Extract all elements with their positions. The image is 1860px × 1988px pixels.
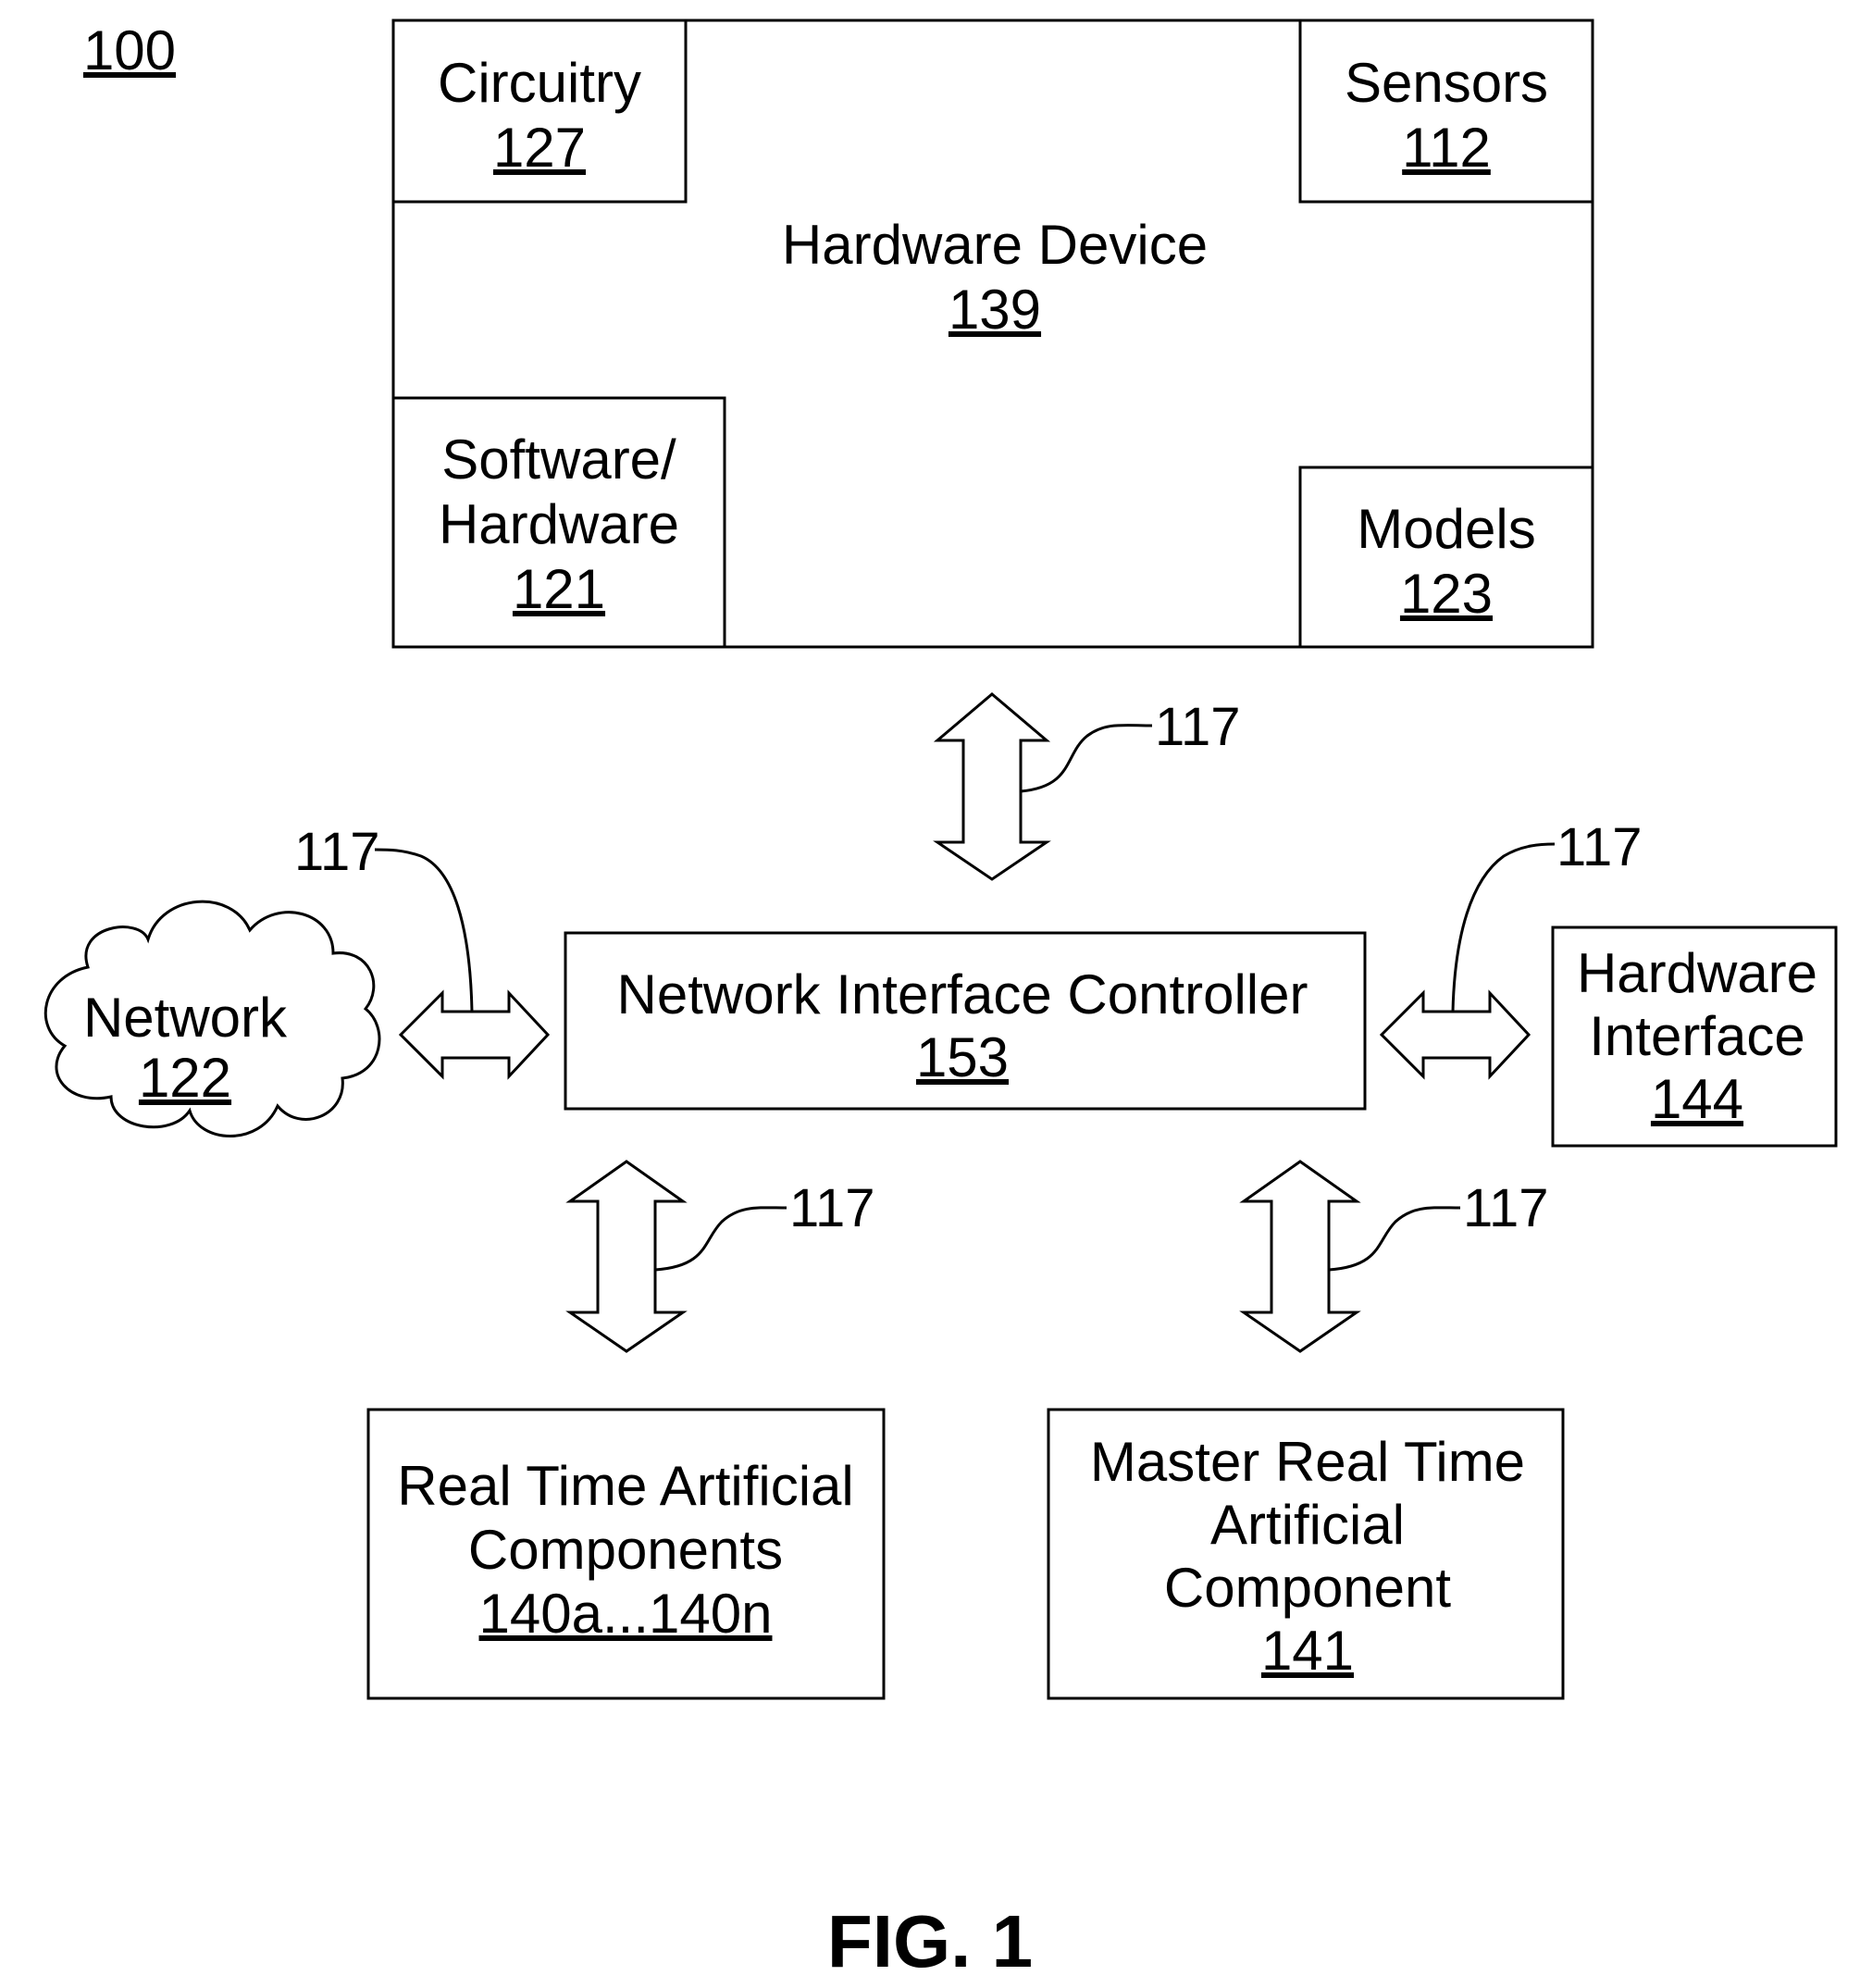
software-hardware-label-line1: Software/	[441, 429, 676, 491]
bidirectional-arrow-icon	[570, 1162, 683, 1351]
nic-ref: 153	[916, 1026, 1009, 1088]
hardware-device-ref: 139	[949, 279, 1041, 341]
sensors-ref: 112	[1402, 117, 1491, 179]
sensors-box: Sensors 112	[1300, 20, 1593, 202]
rt-components-ref: 140a...140n	[479, 1583, 773, 1645]
figure-caption: FIG. 1	[827, 1900, 1033, 1982]
bidirectional-arrow-icon	[1382, 993, 1529, 1076]
circuitry-label: Circuitry	[438, 52, 641, 114]
master-component-label-line2: Artificial	[1210, 1494, 1405, 1556]
connection-hardware-device-nic: 117	[937, 694, 1240, 879]
software-hardware-ref: 121	[513, 558, 605, 620]
nic-label: Network Interface Controller	[617, 963, 1308, 1025]
rt-components-box: Real Time Artificial Components 140a...1…	[368, 1410, 884, 1698]
connection-ref-label: 117	[1155, 697, 1240, 757]
leader-line	[655, 1208, 787, 1270]
connection-ref-label: 117	[294, 822, 379, 882]
figure-ref-number: 100	[83, 19, 176, 81]
network-ref: 122	[139, 1047, 231, 1109]
leader-line	[1453, 844, 1555, 1012]
master-component-label-line3: Component	[1164, 1557, 1452, 1619]
hardware-interface-label-line1: Hardware	[1577, 942, 1817, 1004]
leader-line	[1329, 1208, 1460, 1270]
hardware-device-block: Hardware Device 139 Circuitry 127 Sensor…	[393, 20, 1593, 647]
sensors-label: Sensors	[1345, 52, 1548, 114]
master-component-label-line1: Master Real Time	[1090, 1431, 1525, 1493]
bidirectional-arrow-icon	[1244, 1162, 1357, 1351]
connection-nic-rt-components: 117	[570, 1162, 874, 1351]
master-component-box: Master Real Time Artificial Component 14…	[1048, 1410, 1563, 1698]
connection-ref-label: 117	[1556, 817, 1642, 877]
circuitry-ref: 127	[493, 117, 586, 179]
nic-box: Network Interface Controller 153	[565, 933, 1365, 1109]
hardware-interface-box: Hardware Interface 144	[1553, 927, 1836, 1146]
hardware-interface-label-line2: Interface	[1589, 1005, 1804, 1067]
software-hardware-label-line2: Hardware	[439, 493, 679, 555]
circuitry-box: Circuitry 127	[393, 20, 686, 202]
software-hardware-box: Software/ Hardware 121	[393, 398, 725, 647]
bidirectional-arrow-icon	[937, 694, 1047, 879]
bidirectional-arrow-icon	[401, 993, 548, 1076]
models-label: Models	[1357, 498, 1535, 560]
connection-ref-label: 117	[1463, 1178, 1548, 1238]
models-ref: 123	[1400, 563, 1493, 625]
network-label: Network	[83, 987, 288, 1049]
hardware-interface-ref: 144	[1651, 1068, 1743, 1130]
leader-line	[375, 850, 472, 1012]
network-cloud: Network 122	[45, 901, 379, 1136]
connection-ref-label: 117	[789, 1178, 874, 1238]
connection-nic-master-component: 117	[1244, 1162, 1548, 1351]
models-box: Models 123	[1300, 467, 1593, 647]
rt-components-label-line2: Components	[468, 1519, 783, 1581]
master-component-ref: 141	[1261, 1620, 1354, 1682]
hardware-device-label: Hardware Device	[782, 214, 1208, 276]
rt-components-label-line1: Real Time Artificial	[397, 1455, 853, 1517]
